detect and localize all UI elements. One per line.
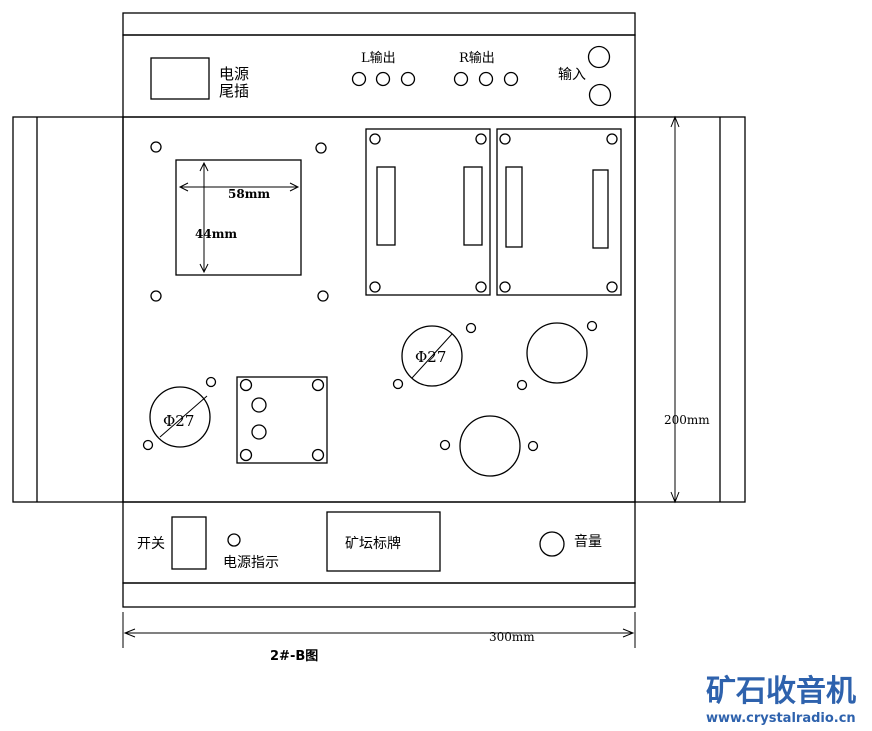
input-jack-1: [587, 45, 611, 69]
right-output-jack-1: [453, 71, 469, 87]
right-ot-hole-bl: [499, 281, 511, 293]
transformer-cutout: [175, 159, 302, 276]
power-indicator-hole: [227, 533, 241, 547]
tube-socket-2-mount-hole-a: [586, 320, 598, 332]
right-output-jack-3: [503, 71, 519, 87]
right-output-label: R输出: [459, 50, 495, 66]
tube-socket-hole-4: [149, 386, 211, 448]
width-dimension-arrow-left: [178, 182, 189, 192]
module-hole-upper: [251, 397, 267, 413]
depth-dimension-arrow-bottom: [670, 491, 680, 504]
left-side-panel: [12, 116, 124, 503]
right-output-jack-2: [478, 71, 494, 87]
input-label: 输入: [558, 67, 586, 83]
tube-hole-diameter-label-1: Φ27: [415, 348, 446, 366]
height-dimension-arrow-top: [199, 161, 209, 172]
tube-socket-3-mount-hole-a: [439, 439, 451, 451]
tube-socket-4-mount-hole-b: [142, 439, 154, 451]
left-output-jack-3: [400, 71, 416, 87]
tube-socket-hole-3: [459, 415, 521, 477]
transformer-mount-hole-tl: [150, 141, 162, 153]
left-ot-hole-br: [475, 281, 487, 293]
depth-dimension-label: 200mm: [664, 413, 710, 427]
transformer-mount-hole-tr: [315, 142, 327, 154]
module-hole-tl: [239, 378, 253, 392]
top-deck: [122, 116, 636, 503]
watermark-brand: 矿石收音机: [706, 674, 856, 709]
nameplate-area: [326, 511, 441, 572]
left-ot-hole-tr: [475, 133, 487, 145]
tube-diameter-line-1: [411, 333, 453, 379]
power-socket-label-line2: 尾插: [219, 82, 249, 100]
tube-socket-4-mount-hole-a: [205, 376, 217, 388]
module-hole-br: [311, 448, 325, 462]
left-output-jack-2: [375, 71, 391, 87]
tube-socket-1-mount-hole-b: [392, 378, 404, 390]
transformer-mount-hole-br: [317, 290, 329, 302]
panel-width-arrow-right: [622, 628, 635, 638]
power-switch-cutout: [171, 516, 207, 570]
transformer-mount-hole-bl: [150, 290, 162, 302]
left-output-label: L输出: [361, 50, 396, 66]
volume-label: 音量: [574, 533, 602, 550]
panel-width-arrow-left: [123, 628, 136, 638]
volume-knob-hole: [539, 531, 565, 557]
right-output-transformer-plate: [496, 128, 622, 296]
tube-socket-hole-2: [526, 322, 588, 384]
width-dimension-arrow-right: [289, 182, 300, 192]
right-ot-hole-tl: [499, 133, 511, 145]
width-dimension-label: 58mm: [228, 187, 270, 201]
power-socket-label-line1: 电源: [219, 65, 249, 83]
figure-caption: 2#-B图: [270, 649, 318, 664]
module-hole-lower: [251, 424, 267, 440]
left-ot-hole-tl: [369, 133, 381, 145]
module-hole-bl: [239, 448, 253, 462]
tube-socket-hole-1: [401, 325, 463, 387]
power-indicator-label: 电源指示: [223, 555, 279, 571]
right-side-panel: [634, 116, 746, 503]
input-jack-2: [588, 83, 612, 107]
right-ot-hole-tr: [606, 133, 618, 145]
tube-socket-2-mount-hole-b: [516, 379, 528, 391]
panel-width-label: 300mm: [489, 630, 535, 644]
tube-socket-1-mount-hole-a: [465, 322, 477, 334]
right-ot-hole-br: [606, 281, 618, 293]
left-output-transformer-plate: [365, 128, 491, 296]
right-output-transformer-slot-1: [505, 166, 523, 248]
tube-diameter-line-4: [159, 395, 208, 438]
right-output-transformer-slot-2: [592, 169, 609, 249]
module-hole-tr: [311, 378, 325, 392]
power-socket-cutout: [150, 57, 210, 100]
rear-panel-top-strip: [122, 12, 636, 36]
left-output-transformer-slot-1: [376, 166, 396, 246]
nameplate-label: 矿坛标牌: [345, 535, 401, 552]
depth-dimension-arrow-top: [670, 115, 680, 128]
left-ot-hole-bl: [369, 281, 381, 293]
tube-socket-3-mount-hole-b: [527, 440, 539, 452]
module-plate: [236, 376, 328, 464]
watermark-url: www.crystalradio.cn: [706, 711, 856, 726]
left-output-transformer-slot-2: [463, 166, 483, 246]
height-dimension-label: 44mm: [195, 227, 237, 241]
front-panel-bottom-strip: [122, 582, 636, 608]
switch-label: 开关: [137, 536, 165, 552]
height-dimension-arrow-bottom: [199, 263, 209, 274]
left-output-jack-1: [351, 71, 367, 87]
tube-hole-diameter-label-4: Φ27: [163, 412, 194, 430]
